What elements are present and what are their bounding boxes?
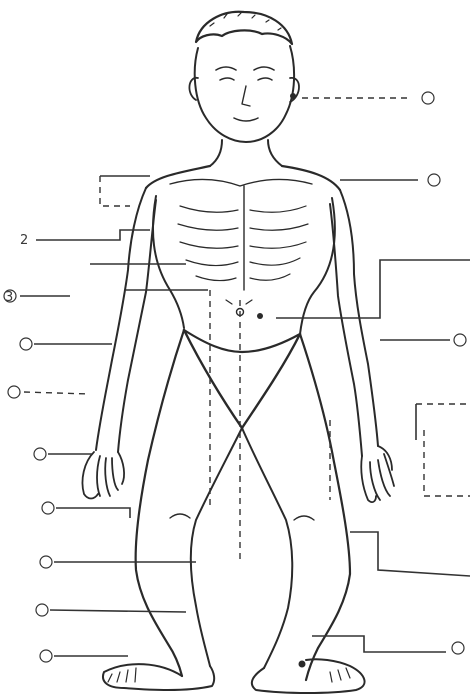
callout-left-10 [40,650,128,662]
callout-right-2 [340,174,440,186]
right-arm [330,190,394,502]
callout-left-6 [34,448,92,460]
right-callouts [276,92,470,654]
callout-left-7 [42,502,130,518]
callout-right-5 [350,532,470,576]
callout-left-5 [8,386,90,398]
callout-left-8 [40,556,196,568]
guide-lines [210,290,330,560]
callout-right-1 [302,92,434,104]
callout-label-2: 2 [20,233,28,248]
callout-label-3: 3 [5,290,13,305]
callout-right-4 [416,404,470,496]
right-leg [242,334,365,693]
callout-left-3: 3 [4,290,70,305]
torso [146,140,340,334]
callout-right-3 [276,260,470,346]
callout-left-4 [20,338,112,350]
rib-lines [178,206,308,281]
callout-left-9 [36,604,186,616]
head [189,12,299,142]
callout-left-1 [100,176,150,206]
callout-right-6 [312,636,464,654]
left-callouts: 2 3 [4,176,208,662]
left-leg [103,330,242,690]
pelvis [184,330,300,428]
